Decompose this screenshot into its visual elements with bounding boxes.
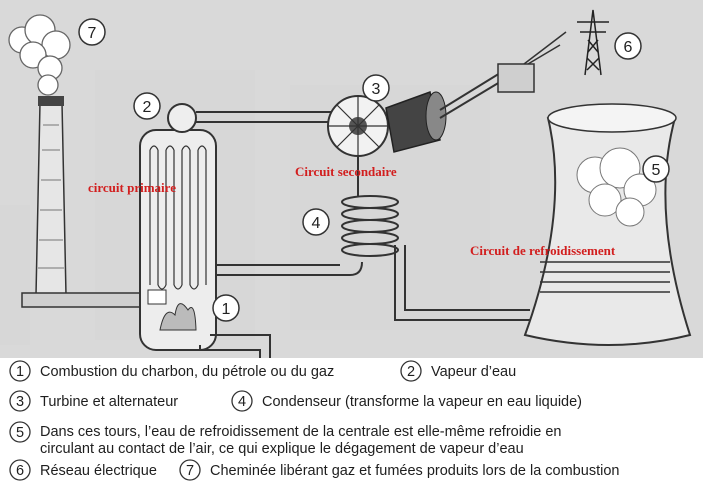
svg-text:Dans ces tours, l’eau de refro: Dans ces tours, l’eau de refroidissement…: [40, 424, 561, 440]
transformer: [497, 31, 567, 93]
smoke-cloud: [8, 14, 71, 96]
marker-7: 7: [78, 18, 106, 46]
svg-text:3: 3: [16, 394, 24, 410]
svg-text:5: 5: [16, 425, 24, 441]
pylon-icon: [577, 9, 609, 76]
svg-text:Turbine et alternateur: Turbine et alternateur: [40, 394, 178, 410]
svg-text:1: 1: [222, 301, 231, 318]
return-pipes: [199, 245, 530, 358]
svg-text:Vapeur d’eau: Vapeur d’eau: [431, 364, 516, 380]
legend-item-5: 5 Dans ces tours, l’eau de refroidisseme…: [9, 421, 561, 457]
condenser: [341, 156, 399, 257]
svg-text:6: 6: [624, 39, 633, 56]
svg-text:7: 7: [186, 463, 194, 479]
marker-6: 6: [614, 32, 642, 60]
svg-text:3: 3: [372, 81, 381, 98]
marker-4: 4: [302, 208, 330, 236]
chimney: [21, 96, 151, 308]
label-circuit-secondaire: Circuit secondaire: [295, 164, 397, 179]
alternator: [385, 69, 511, 153]
svg-text:Réseau électrique: Réseau électrique: [40, 463, 157, 479]
turbine: [327, 95, 389, 157]
marker-5: 5: [642, 155, 670, 183]
fire-icon: [147, 289, 197, 331]
svg-text:Combustion du charbon, du pétr: Combustion du charbon, du pétrole ou du …: [40, 364, 334, 380]
marker-1: 1: [212, 294, 240, 322]
svg-text:4: 4: [238, 394, 246, 410]
svg-text:2: 2: [407, 364, 415, 380]
svg-text:Condenseur (transforme la vape: Condenseur (transforme la vapeur en eau …: [262, 394, 582, 410]
legend-item-3: 3 Turbine et alternateur: [9, 390, 178, 412]
label-circuit-refroidissement: Circuit de refroidissement: [470, 243, 616, 258]
svg-text:6: 6: [16, 463, 24, 479]
svg-text:1: 1: [16, 364, 24, 380]
marker-2: 2: [133, 92, 161, 120]
legend-item-4: 4 Condenseur (transforme la vapeur en ea…: [231, 390, 582, 412]
svg-text:7: 7: [88, 25, 97, 42]
legend-item-7: 7 Cheminée libérant gaz et fumées produi…: [179, 459, 619, 481]
svg-text:4: 4: [312, 215, 321, 232]
tower-steam: [576, 147, 657, 227]
steam-pipe: [167, 103, 340, 133]
svg-text:circulant au contact de l’air,: circulant au contact de l’air, ce qui ex…: [40, 441, 524, 457]
svg-text:5: 5: [652, 162, 661, 179]
svg-text:Cheminée libérant gaz et fumée: Cheminée libérant gaz et fumées produits…: [210, 463, 619, 479]
boiler: [139, 129, 217, 351]
legend-item-1: 1 Combustion du charbon, du pétrole ou d…: [9, 360, 334, 382]
legend: 1 Combustion du charbon, du pétrole ou d…: [0, 358, 703, 493]
legend-item-2: 2 Vapeur d’eau: [400, 360, 516, 382]
svg-text:2: 2: [143, 99, 152, 116]
marker-3: 3: [362, 74, 390, 102]
label-circuit-primaire: circuit primaire: [88, 180, 176, 195]
legend-item-6: 6 Réseau électrique: [9, 459, 157, 481]
